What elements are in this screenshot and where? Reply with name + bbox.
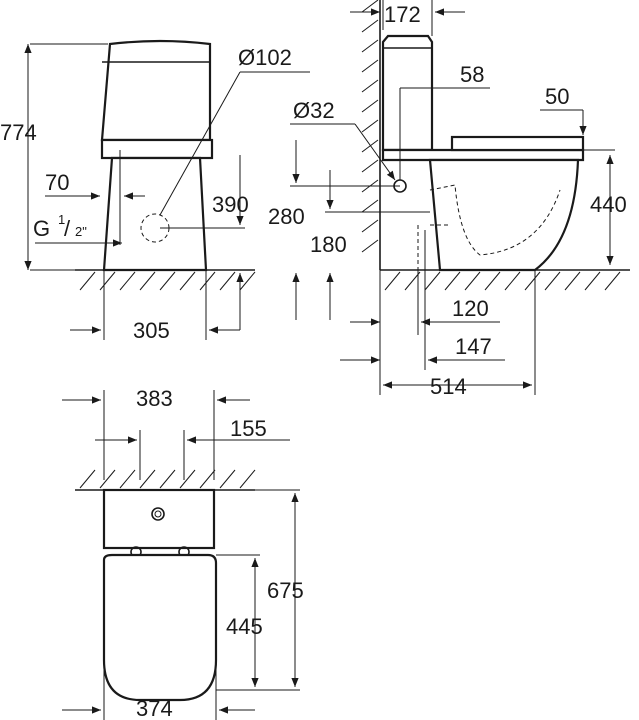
front-view: 774 Ø102 70 G 1 / 2" 390 305 bbox=[0, 39, 310, 343]
thread-num: 1 bbox=[58, 212, 65, 227]
dim-390: 390 bbox=[212, 192, 249, 217]
dim-58: 58 bbox=[460, 62, 484, 87]
dim-383: 383 bbox=[136, 386, 173, 411]
dim-50: 50 bbox=[545, 84, 569, 109]
thread-label: G bbox=[33, 216, 50, 241]
side-toilet bbox=[381, 34, 585, 272]
thread-den: 2" bbox=[75, 224, 87, 239]
dim-514: 514 bbox=[430, 374, 467, 399]
dim-70: 70 bbox=[45, 170, 69, 195]
front-toilet bbox=[100, 39, 214, 272]
top-view: 383 155 675 445 374 bbox=[62, 386, 304, 720]
thread-slash: / bbox=[64, 216, 71, 241]
dim-172: 172 bbox=[384, 2, 421, 27]
front-floor bbox=[75, 269, 256, 291]
dim-180: 180 bbox=[310, 232, 347, 257]
dim-147: 147 bbox=[455, 334, 492, 359]
dim-440: 440 bbox=[590, 192, 627, 217]
dim-155: 155 bbox=[230, 416, 267, 441]
dim-diameter-102: Ø102 bbox=[238, 45, 292, 70]
side-wall bbox=[361, 0, 381, 270]
dim-diameter-32: Ø32 bbox=[293, 98, 335, 123]
dim-374: 374 bbox=[136, 696, 173, 720]
dim-305: 305 bbox=[133, 318, 170, 343]
side-view: 172 58 50 Ø32 280 180 440 120 bbox=[268, 0, 630, 399]
dim-675: 675 bbox=[267, 578, 304, 603]
top-wall bbox=[75, 469, 256, 491]
dim-120: 120 bbox=[452, 296, 489, 321]
top-toilet bbox=[102, 488, 218, 702]
dim-280: 280 bbox=[268, 204, 305, 229]
dim-445: 445 bbox=[226, 614, 263, 639]
dim-774: 774 bbox=[0, 120, 37, 145]
